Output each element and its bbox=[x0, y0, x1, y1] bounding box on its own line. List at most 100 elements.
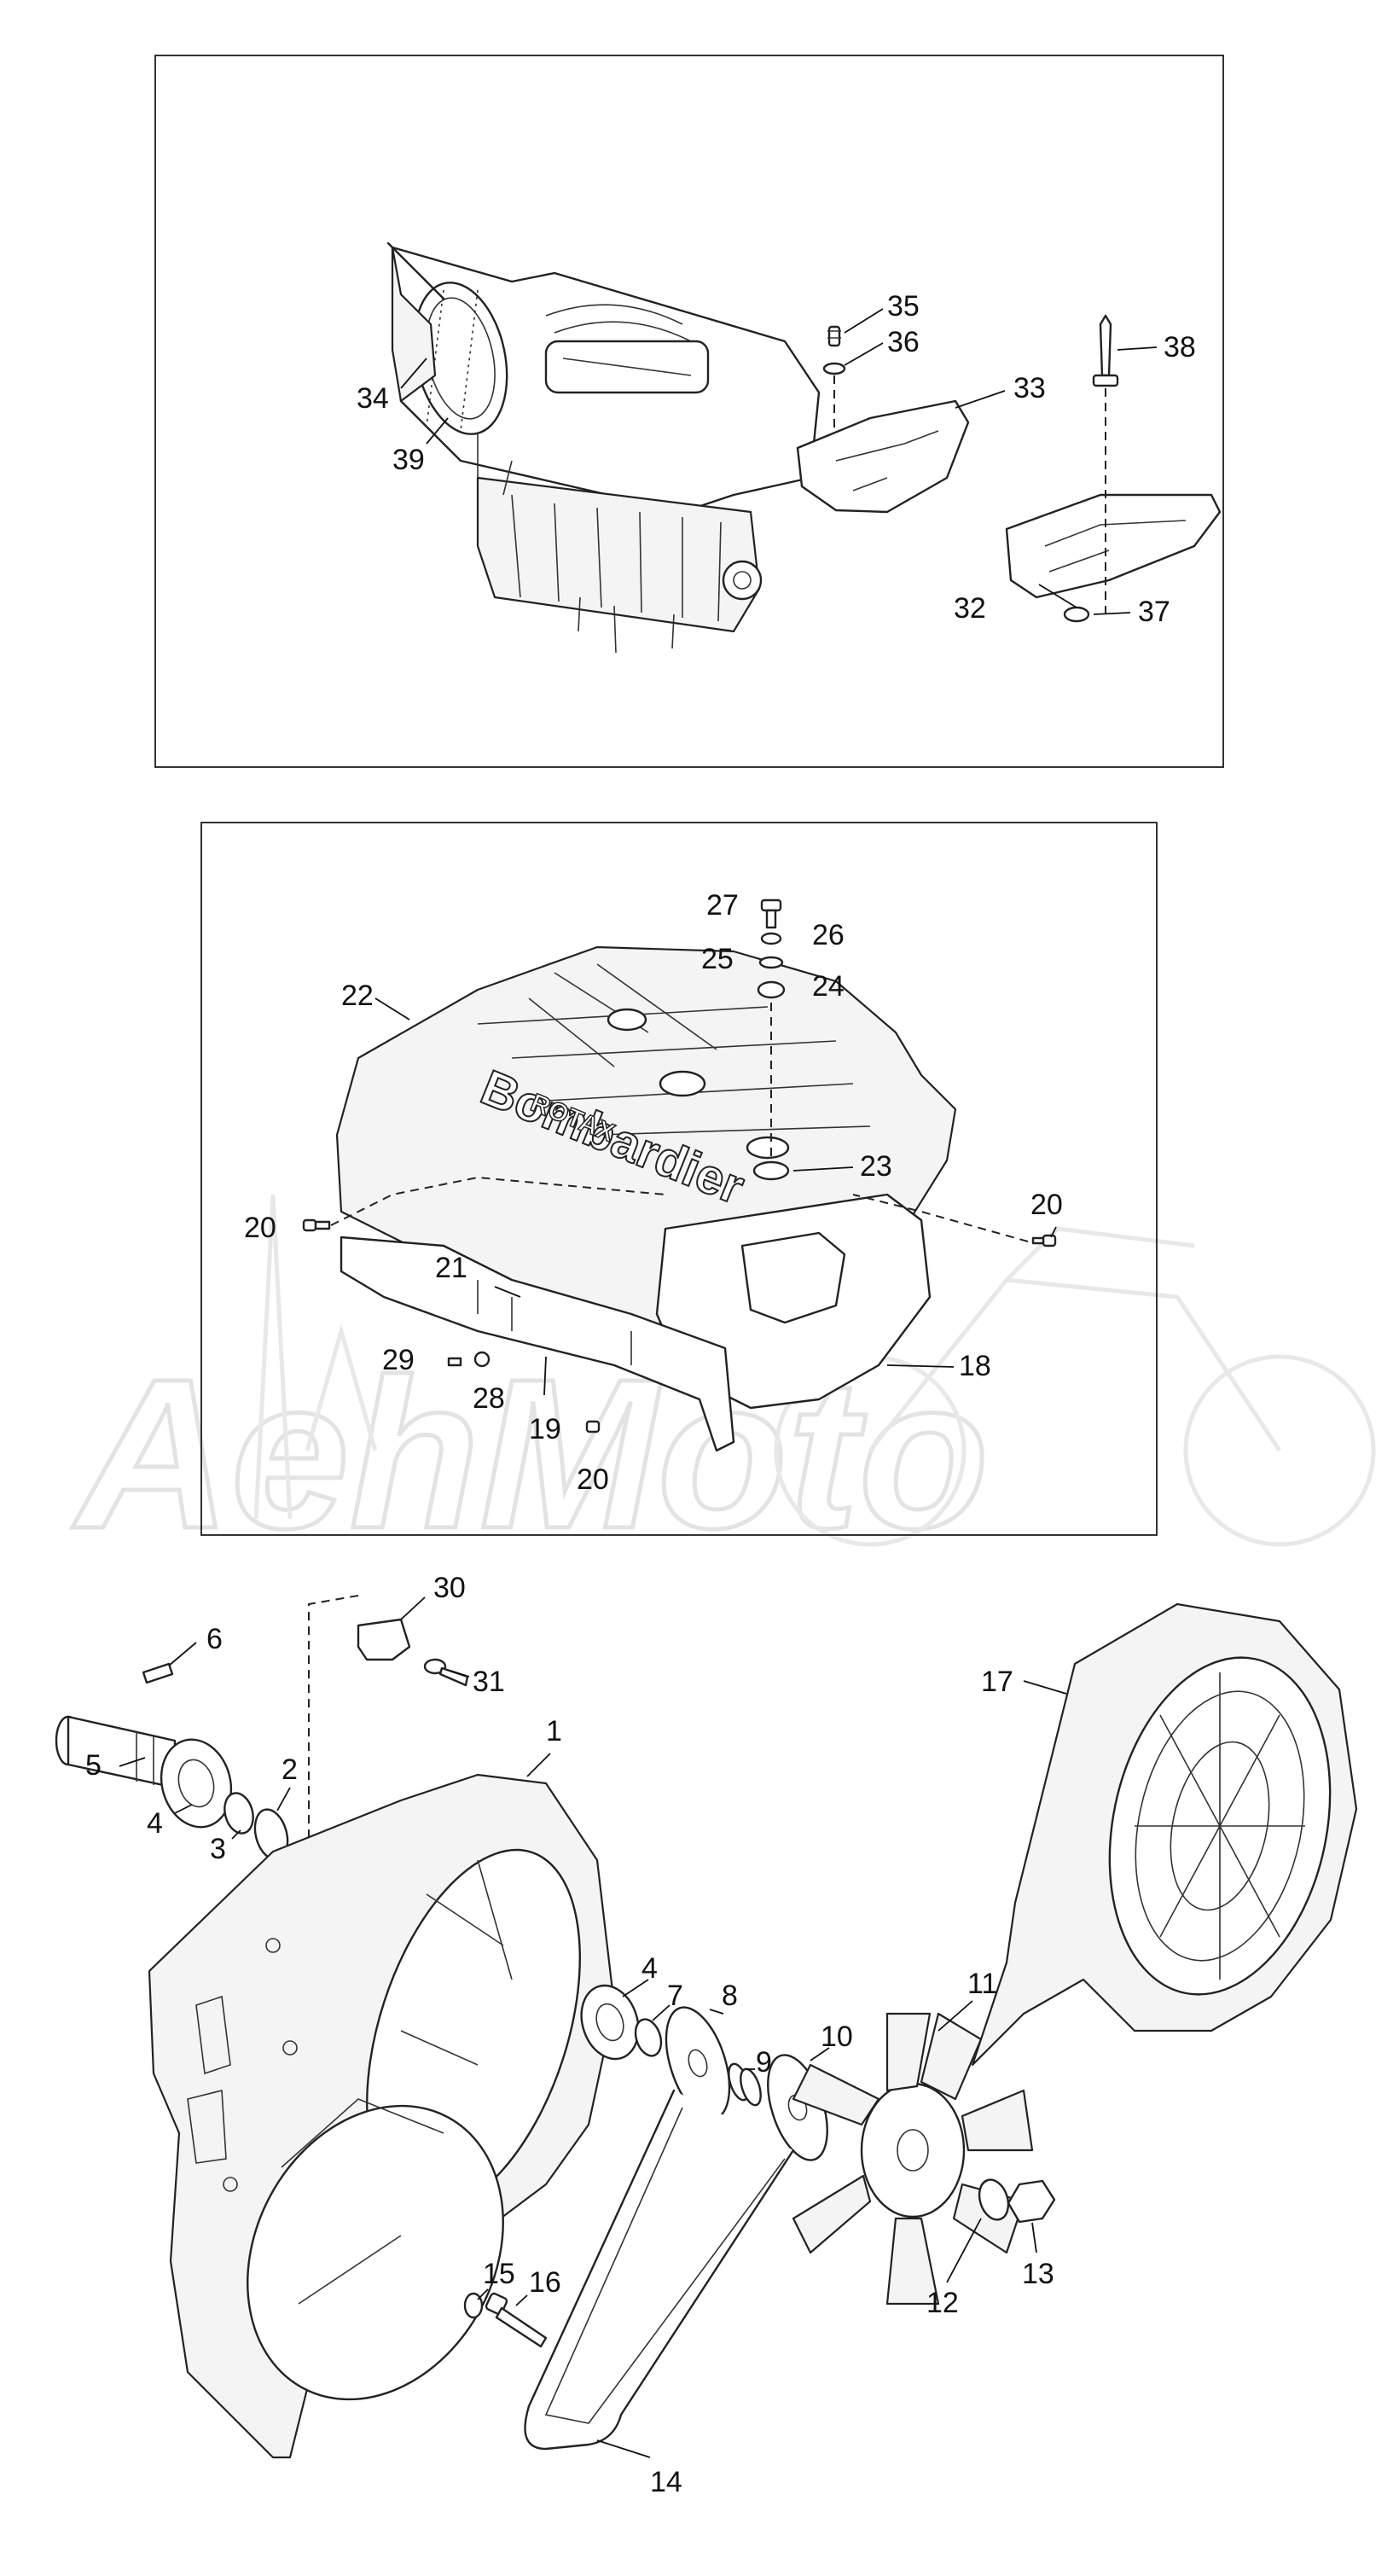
callout-16: 16 bbox=[529, 2266, 561, 2299]
callout-13: 13 bbox=[1022, 2258, 1054, 2290]
leader-19 bbox=[543, 1356, 547, 1396]
leader-7 bbox=[652, 2004, 670, 2021]
leader-15 bbox=[477, 2288, 489, 2300]
callout-29: 29 bbox=[382, 1344, 415, 1376]
leader-4-right bbox=[622, 1979, 649, 1997]
callout-27: 27 bbox=[706, 889, 739, 922]
washer-36 bbox=[822, 362, 846, 375]
leader-37 bbox=[1093, 612, 1131, 615]
callout-33: 33 bbox=[1013, 372, 1046, 404]
inlet-duct-33 bbox=[796, 399, 970, 514]
shaft-5 bbox=[55, 1715, 177, 1789]
callout-37: 37 bbox=[1138, 596, 1170, 628]
clip-37 bbox=[1063, 606, 1090, 623]
leader-35 bbox=[844, 308, 884, 334]
leader-14 bbox=[596, 2439, 651, 2458]
screw-20-bottom bbox=[585, 1420, 601, 1433]
callout-38: 38 bbox=[1164, 331, 1196, 363]
leader-2 bbox=[276, 1787, 291, 1811]
callout-19: 19 bbox=[529, 1413, 561, 1445]
bearing-4-right-inner bbox=[595, 2003, 624, 2042]
bolt-35 bbox=[827, 325, 841, 347]
callout-28: 28 bbox=[473, 1382, 505, 1415]
watermark-wheel-rear bbox=[1183, 1354, 1376, 1547]
leader-11 bbox=[938, 2000, 973, 2032]
leader-1 bbox=[526, 1753, 551, 1777]
rotary-valve-intake-assembly bbox=[386, 241, 821, 654]
callout-34: 34 bbox=[357, 382, 389, 415]
callout-17: 17 bbox=[981, 1666, 1013, 1698]
washer-12 bbox=[978, 2178, 1010, 2221]
leader-17 bbox=[1023, 1680, 1067, 1695]
leader-32 bbox=[1038, 584, 1077, 608]
screw-31 bbox=[423, 1658, 469, 1687]
shim-9b bbox=[740, 2067, 762, 2107]
assembly-line-20-left bbox=[330, 1176, 666, 1226]
leader-5 bbox=[119, 1757, 146, 1767]
callout-25: 25 bbox=[701, 943, 734, 975]
callout-35: 35 bbox=[887, 290, 920, 323]
callout-24: 24 bbox=[812, 970, 845, 1003]
callout-3: 3 bbox=[210, 1833, 226, 1865]
leader-4-left bbox=[174, 1804, 193, 1814]
panel-frame-air-intake bbox=[154, 55, 1224, 768]
washer-7 bbox=[634, 2018, 663, 2057]
callout-15: 15 bbox=[483, 2258, 515, 2290]
pulley-half-10-hub bbox=[787, 2094, 808, 2121]
callout-10: 10 bbox=[821, 2021, 853, 2053]
callout-30: 30 bbox=[433, 1572, 466, 1604]
callout-36: 36 bbox=[887, 326, 920, 358]
callout-2: 2 bbox=[282, 1753, 298, 1786]
leader-33 bbox=[955, 390, 1006, 409]
callout-12: 12 bbox=[926, 2287, 959, 2319]
callout-21: 21 bbox=[435, 1252, 467, 1284]
spacer-25 bbox=[758, 956, 784, 969]
screw-20-right bbox=[1031, 1234, 1057, 1247]
nut-13 bbox=[1007, 2179, 1056, 2224]
inlet-duct-33-ribs bbox=[835, 430, 939, 491]
callout-5: 5 bbox=[85, 1749, 102, 1782]
bolt-16 bbox=[485, 2292, 548, 2348]
leader-31 bbox=[450, 1670, 470, 1678]
callout-20-right: 20 bbox=[1030, 1189, 1063, 1221]
cap-screw-27 bbox=[760, 898, 782, 929]
leader-8 bbox=[709, 2009, 724, 2015]
leader-38 bbox=[1117, 346, 1158, 351]
callout-7: 7 bbox=[667, 1980, 683, 2012]
callout-14: 14 bbox=[650, 2466, 682, 2498]
drive-belt-14-inner bbox=[544, 2107, 786, 2424]
pin-38 bbox=[1092, 314, 1119, 387]
callout-9: 9 bbox=[756, 2046, 772, 2079]
fan-housing-1 bbox=[148, 1773, 616, 2459]
callout-20-bottom: 20 bbox=[577, 1463, 609, 1496]
clip-30 bbox=[357, 1618, 411, 1661]
bearing-4-left-inner bbox=[177, 1759, 215, 1808]
callout-4-right: 4 bbox=[641, 1952, 658, 1985]
fan-impeller-11 bbox=[792, 2012, 1034, 2306]
callout-32: 32 bbox=[954, 592, 986, 625]
inlet-duct-32-ribs bbox=[1044, 520, 1187, 573]
callout-26: 26 bbox=[812, 919, 845, 951]
leader-12 bbox=[946, 2218, 982, 2283]
grommet-23 bbox=[752, 1160, 790, 1181]
leader-10 bbox=[810, 2047, 830, 2061]
fan-cover-17 bbox=[971, 1602, 1358, 2067]
callout-8: 8 bbox=[722, 1980, 738, 2012]
screw-29 bbox=[447, 1357, 462, 1367]
callout-18: 18 bbox=[959, 1350, 991, 1382]
panel-air-intake: 34 39 35 36 33 38 32 37 bbox=[154, 55, 1224, 768]
bracket-holes bbox=[477, 1280, 632, 1365]
grommet-24 bbox=[757, 980, 786, 999]
watermark-motorcycle-frame bbox=[868, 1226, 1282, 1452]
callout-6: 6 bbox=[206, 1623, 223, 1655]
key-6 bbox=[142, 1662, 174, 1684]
bearing-4-left bbox=[160, 1738, 233, 1829]
callout-1: 1 bbox=[546, 1715, 562, 1747]
leader-18 bbox=[886, 1364, 955, 1368]
callout-39: 39 bbox=[392, 444, 425, 476]
callout-22: 22 bbox=[341, 980, 374, 1012]
washer-26 bbox=[760, 932, 782, 945]
bracket-19-21 bbox=[340, 1236, 735, 1452]
bearing-4-right bbox=[580, 1984, 640, 2061]
